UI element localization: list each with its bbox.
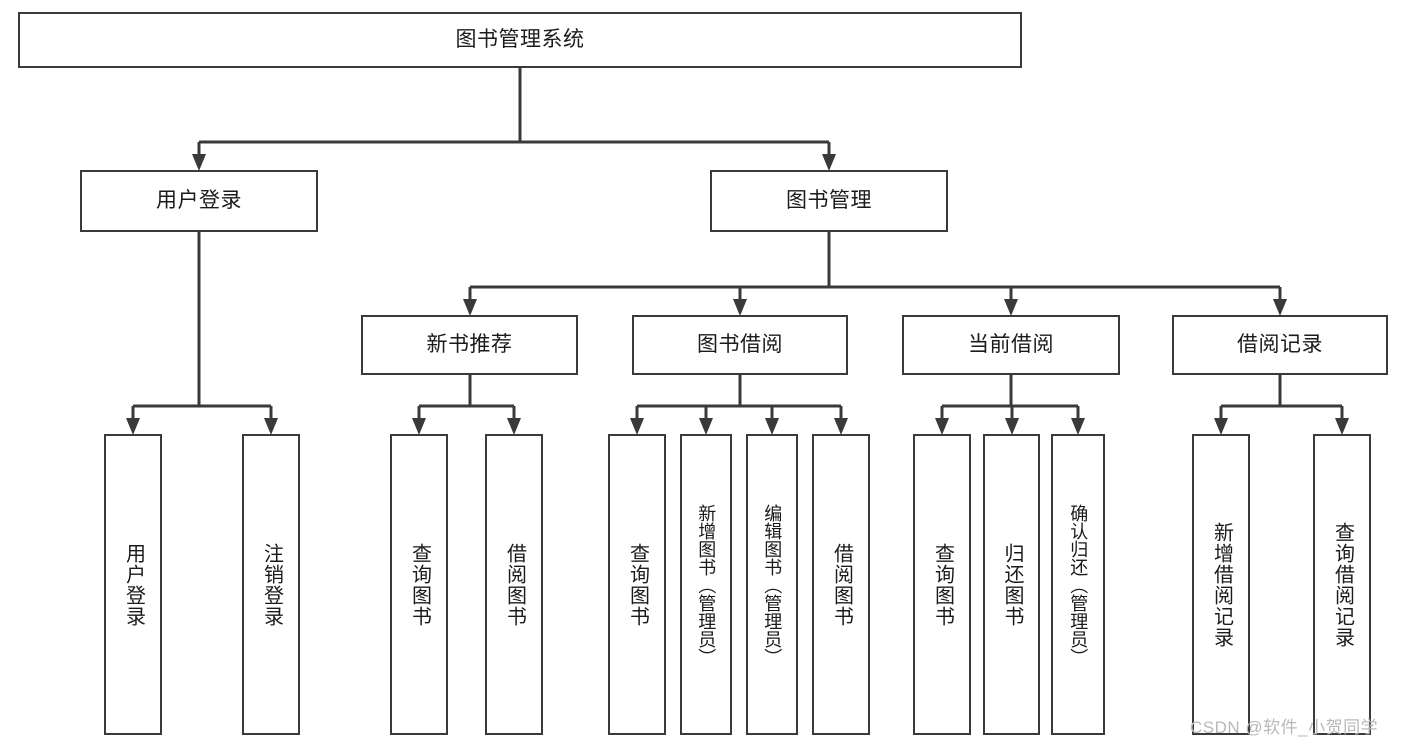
arrowhead-icon xyxy=(507,418,521,435)
node-leaf-edit-book-admin[interactable]: 编辑图书（管理员） xyxy=(746,434,798,735)
node-leaf-add-book-admin[interactable]: 新增图书（管理员） xyxy=(680,434,732,735)
node-leaf-query-book-2[interactable]: 查询图书 xyxy=(608,434,666,735)
node-label: 借阅记录 xyxy=(1237,333,1323,357)
node-leaf-query-borrow-record[interactable]: 查询借阅记录 xyxy=(1313,434,1371,735)
arrowhead-icon xyxy=(822,154,836,171)
node-label: 新增借阅记录 xyxy=(1210,521,1233,648)
arrowhead-icon xyxy=(126,418,140,435)
arrowhead-icon xyxy=(264,418,278,435)
arrowhead-icon xyxy=(935,418,949,435)
node-leaf-borrow-book-1[interactable]: 借阅图书 xyxy=(485,434,543,735)
node-leaf-query-book-3[interactable]: 查询图书 xyxy=(913,434,971,735)
node-root[interactable]: 图书管理系统 xyxy=(18,12,1022,68)
arrowhead-icon xyxy=(412,418,426,435)
node-leaf-user-login[interactable]: 用户登录 xyxy=(104,434,162,735)
node-label: 编辑图书（管理员） xyxy=(762,503,783,666)
arrowhead-icon xyxy=(1004,299,1018,316)
arrowhead-icon xyxy=(765,418,779,435)
node-current-borrow[interactable]: 当前借阅 xyxy=(902,315,1120,375)
node-leaf-add-borrow-record[interactable]: 新增借阅记录 xyxy=(1192,434,1250,735)
node-label: 图书借阅 xyxy=(697,333,783,357)
node-label: 用户登录 xyxy=(156,189,242,213)
node-book-manage[interactable]: 图书管理 xyxy=(710,170,948,232)
node-leaf-confirm-return-admin[interactable]: 确认归还（管理员） xyxy=(1051,434,1105,735)
node-label: 注销登录 xyxy=(260,542,283,627)
arrowhead-icon xyxy=(733,299,747,316)
node-label: 借阅图书 xyxy=(503,542,526,627)
arrowhead-icon xyxy=(630,418,644,435)
arrowhead-icon xyxy=(1071,418,1085,435)
node-label: 当前借阅 xyxy=(968,333,1054,357)
node-leaf-query-book-1[interactable]: 查询图书 xyxy=(390,434,448,735)
arrowhead-icon xyxy=(1214,418,1228,435)
node-leaf-borrow-book-2[interactable]: 借阅图书 xyxy=(812,434,870,735)
node-borrow-record[interactable]: 借阅记录 xyxy=(1172,315,1388,375)
node-label: 新增图书（管理员） xyxy=(696,503,717,666)
arrowhead-icon xyxy=(463,299,477,316)
node-label: 图书管理系统 xyxy=(455,28,585,52)
node-label: 查询图书 xyxy=(408,542,431,627)
node-label: 图书管理 xyxy=(786,189,872,213)
node-label: 查询图书 xyxy=(931,542,954,627)
node-label: 查询图书 xyxy=(626,542,649,627)
arrowhead-icon xyxy=(1335,418,1349,435)
node-label: 用户登录 xyxy=(122,542,145,627)
node-leaf-return-book[interactable]: 归还图书 xyxy=(983,434,1040,735)
node-label: 新书推荐 xyxy=(426,333,513,357)
node-label: 确认归还（管理员） xyxy=(1068,503,1089,666)
node-new-book-recommend[interactable]: 新书推荐 xyxy=(361,315,578,375)
arrowhead-icon xyxy=(192,154,206,171)
node-user-login[interactable]: 用户登录 xyxy=(80,170,318,232)
node-label: 归还图书 xyxy=(1001,542,1023,627)
node-book-borrow[interactable]: 图书借阅 xyxy=(632,315,848,375)
node-leaf-logout-login[interactable]: 注销登录 xyxy=(242,434,300,735)
watermark-label: CSDN @软件_小贺同学 xyxy=(1190,718,1379,737)
node-label: 查询借阅记录 xyxy=(1331,521,1354,648)
arrowhead-icon xyxy=(1273,299,1287,316)
arrowhead-icon xyxy=(1005,418,1019,435)
arrowhead-icon xyxy=(699,418,713,435)
arrowhead-icon xyxy=(834,418,848,435)
node-label: 借阅图书 xyxy=(830,542,853,627)
